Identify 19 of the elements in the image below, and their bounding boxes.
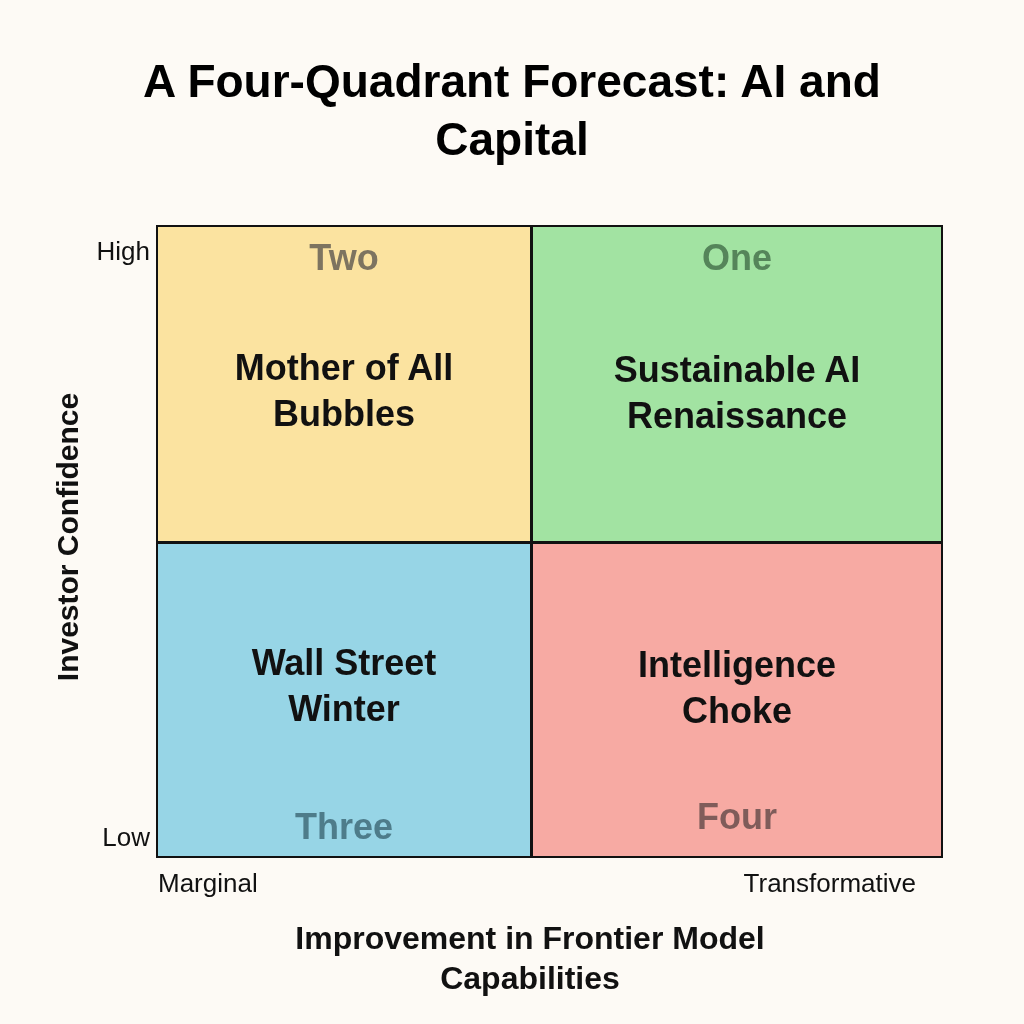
quadrant-title: Wall Street Winter bbox=[250, 641, 438, 731]
title: A Four-Quadrant Forecast: AI and Capital bbox=[142, 54, 882, 167]
quadrant-panel bbox=[531, 542, 943, 858]
quadrant-title: Mother of All Bubbles bbox=[233, 346, 455, 436]
quadrant-number: Three bbox=[293, 806, 394, 848]
axis-tick-label: High bbox=[95, 236, 150, 267]
axis-tick-label: Transformative bbox=[742, 868, 916, 899]
axis-tick-label: Marginal bbox=[158, 868, 258, 899]
quadrant-number: One bbox=[701, 237, 773, 279]
axis-title: Investor Confidence bbox=[51, 391, 85, 684]
quadrant-panel bbox=[531, 225, 943, 543]
quadrant-panel bbox=[156, 225, 532, 543]
axis-title: Improvement in Frontier Model Capabilities bbox=[294, 919, 766, 998]
quadrant-panel bbox=[156, 542, 532, 858]
quadrant-number: Two bbox=[308, 237, 380, 279]
axis-tick-label: Low bbox=[101, 822, 150, 853]
quadrant-title: Sustainable AI Renaissance bbox=[612, 348, 862, 438]
quadrant-title: Intelligence Choke bbox=[636, 643, 838, 733]
quadrant-number: Four bbox=[696, 796, 778, 838]
